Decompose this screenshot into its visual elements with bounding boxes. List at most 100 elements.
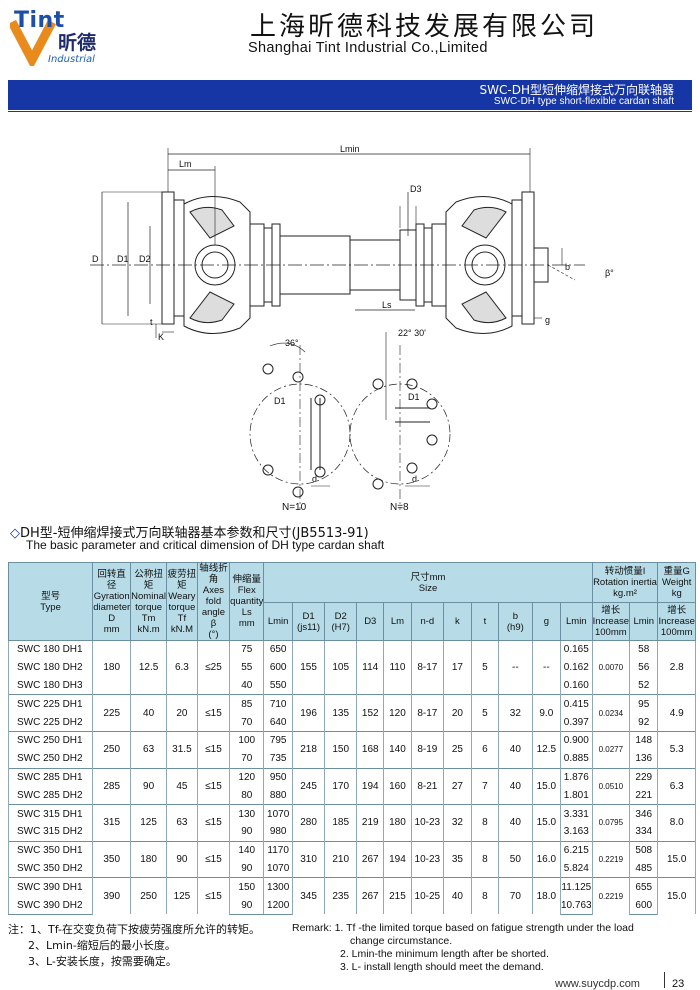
- cell-t: 5: [470, 694, 500, 732]
- cell-model: SWC 225 DH1: [7, 694, 94, 714]
- company-name-en: Shanghai Tint Industrial Co.,Limited: [248, 40, 488, 56]
- dim-lmin-label: Lmin: [340, 144, 360, 154]
- page-number: 23: [672, 978, 685, 990]
- cell-b: 40: [498, 730, 533, 769]
- cell-weight-lmin: 334: [629, 822, 659, 842]
- cell-lmin: 650: [263, 639, 293, 659]
- cell-lmin: 980: [263, 822, 293, 842]
- cell-lmin: 1170: [263, 840, 293, 860]
- cell-tf: 6.3: [166, 639, 198, 695]
- cell-weight-lmin: 346: [629, 804, 659, 823]
- cell-ls: 90: [229, 859, 265, 878]
- cell-lm: 120: [383, 694, 412, 732]
- dim-d2-label: D2: [139, 254, 151, 264]
- cell-lmin: 1200: [263, 896, 293, 915]
- cell-d3: 168: [356, 730, 385, 769]
- cell-weight-lmin: 148: [629, 730, 659, 750]
- cell-weight-inc: 2.8: [657, 639, 696, 695]
- cell-lmin: 735: [263, 749, 293, 769]
- cell-lmin: 600: [263, 658, 293, 677]
- cell-tf: 45: [166, 767, 198, 805]
- dim-lm-label: Lm: [179, 159, 192, 169]
- cell-model: SWC 250 DH2: [7, 749, 94, 769]
- cell-ls: 70: [229, 749, 265, 769]
- cell-k: 40: [443, 877, 472, 915]
- cell-inertia-lmin: 0.900: [560, 730, 593, 750]
- cell-lmin: 795: [263, 730, 293, 750]
- cell-beta: ≤15: [196, 694, 231, 732]
- dim-22-label: 22° 30': [398, 328, 426, 338]
- cell-t: 7: [470, 767, 500, 805]
- dim-d-label: D: [92, 254, 99, 264]
- cell-ls: 120: [229, 767, 265, 787]
- cell-d3: 194: [356, 767, 385, 805]
- cell-k: 35: [443, 840, 472, 878]
- cell-beta: ≤25: [196, 639, 231, 695]
- cell-d1: 345: [291, 877, 326, 915]
- cell-b: 32: [498, 694, 533, 732]
- cell-inertia-lmin: 6.215: [560, 840, 593, 860]
- cell-b: 40: [498, 767, 533, 805]
- cell-inertia-inc: 0.2219: [591, 877, 631, 915]
- cell-inertia-lmin: 3.163: [560, 822, 593, 842]
- cell-model: SWC 225 DH2: [7, 713, 94, 732]
- cell-d2: 150: [324, 730, 358, 769]
- diamond-icon: ◇: [10, 526, 20, 541]
- cell-d: 390: [92, 877, 132, 915]
- cell-lmin: 710: [263, 694, 293, 714]
- cell-inertia-inc: 0.0795: [591, 804, 631, 842]
- cell-beta: ≤15: [196, 877, 231, 915]
- cell-ls: 140: [229, 840, 265, 860]
- cell-model: SWC 315 DH1: [7, 804, 94, 823]
- cell-ls: 40: [229, 676, 265, 695]
- cell-b: --: [498, 639, 533, 695]
- cell-weight-inc: 8.0: [657, 804, 696, 842]
- logo-chevron-icon: [10, 19, 56, 66]
- cell-d: 180: [92, 639, 132, 695]
- cell-lmin: 1070: [263, 859, 293, 878]
- cell-weight-lmin: 56: [629, 658, 659, 677]
- cell-nd: 8-17: [410, 694, 445, 732]
- cell-lm: 160: [383, 767, 412, 805]
- dim-ls-label: Ls: [382, 300, 392, 310]
- dim-d1-view2-label: D1: [408, 392, 420, 402]
- col-lmin: Lmin: [263, 602, 293, 641]
- cell-inertia-lmin: 0.160: [560, 676, 593, 695]
- cell-lmin: 880: [263, 786, 293, 805]
- notes-en: Remark: 1. Tf -the limited torque based …: [292, 922, 634, 973]
- cell-tf: 31.5: [166, 730, 198, 769]
- cell-d2: 135: [324, 694, 358, 732]
- dim-g-label: g: [545, 315, 550, 325]
- cell-tm: 125: [130, 804, 168, 842]
- footer-divider: [664, 972, 665, 988]
- cell-inertia-inc: 0.0070: [591, 639, 631, 695]
- cell-inertia-inc: 0.0277: [591, 730, 631, 769]
- cell-tf: 20: [166, 694, 198, 732]
- cell-d3: 219: [356, 804, 385, 842]
- cell-weight-lmin: 58: [629, 639, 659, 659]
- cell-t: 6: [470, 730, 500, 769]
- cell-d2: 235: [324, 877, 358, 915]
- section-subtitle: The basic parameter and critical dimensi…: [26, 538, 385, 552]
- cell-t: 8: [470, 877, 500, 915]
- technical-drawing: Lmin Lm D D1 D2 D3 Ls b β° t K g 36° 22°…: [90, 144, 614, 510]
- cell-k: 25: [443, 730, 472, 769]
- cell-d1: 245: [291, 767, 326, 805]
- cell-nd: 10-25: [410, 877, 445, 915]
- cell-g: 16.0: [531, 840, 562, 878]
- banner-divider: [8, 111, 692, 112]
- cell-nd: 8-21: [410, 767, 445, 805]
- col-t: t: [470, 602, 500, 641]
